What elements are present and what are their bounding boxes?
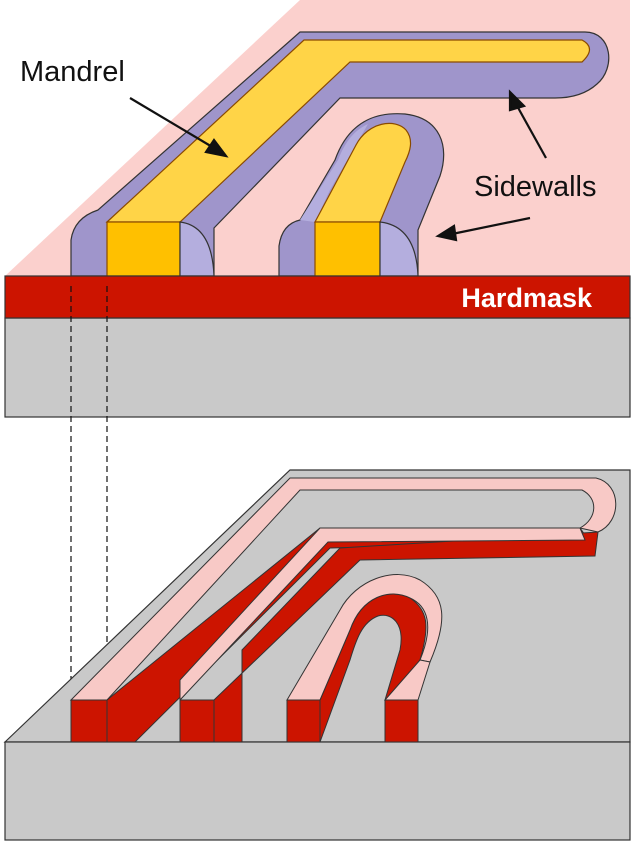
arrows xyxy=(129,89,547,242)
hardmask-label: Hardmask xyxy=(461,283,593,313)
line-second-end xyxy=(179,699,215,743)
mandrel-long-face xyxy=(106,221,181,277)
sidewall-band-long xyxy=(70,31,610,277)
arrow-sidewall-upper xyxy=(515,103,547,159)
arrow-mandrel-head xyxy=(204,138,229,158)
mandrel-label: Mandrel xyxy=(20,56,125,88)
arrow-mandrel xyxy=(129,97,215,149)
line-second-top xyxy=(179,527,586,702)
mandrel-short-top xyxy=(314,122,412,223)
line-u-left-end xyxy=(286,699,321,743)
top-substrate xyxy=(4,317,631,418)
line-second-side xyxy=(213,531,599,743)
arrow-sidewall-upper-head xyxy=(508,89,527,112)
mandrel-long-top xyxy=(105,39,591,223)
sidewalls-label: Sidewalls xyxy=(474,171,597,203)
arrow-sidewall-lower-head xyxy=(435,224,458,242)
arrow-sidewall-lower xyxy=(451,216,531,236)
line-u-right-end xyxy=(384,699,419,743)
hardmask-layer xyxy=(4,275,631,319)
sidewall-short-left-face xyxy=(300,124,368,222)
top-panel: Hardmask Mandrel Sidewalls xyxy=(4,0,631,418)
bottom-panel xyxy=(3,469,631,841)
line-outer-end-left xyxy=(70,699,108,743)
mandrel-short-face xyxy=(314,221,381,277)
bottom-front-face xyxy=(4,741,631,841)
